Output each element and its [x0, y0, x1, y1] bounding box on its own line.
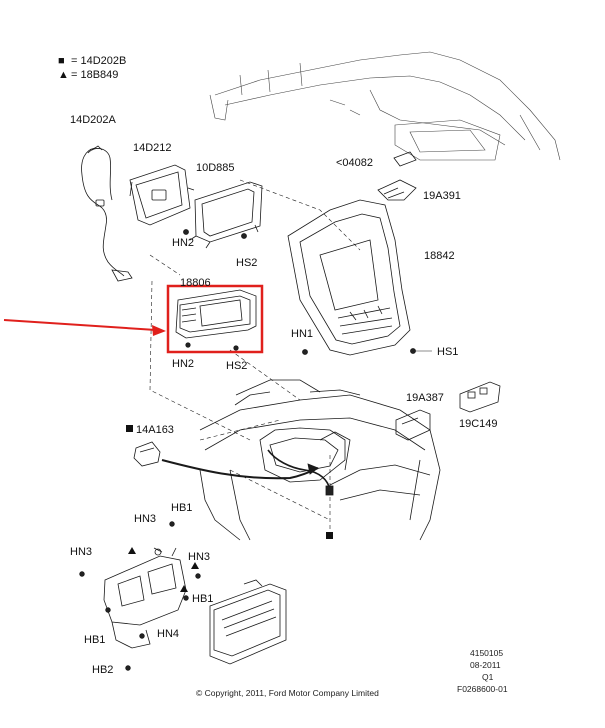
mounting-bracket [103, 547, 187, 649]
hub-19C149 [459, 381, 501, 413]
footer-code-1: 4150105 [470, 648, 504, 658]
square-marker-14A163 [126, 425, 133, 432]
part-label-10D885: 10D885 [196, 162, 235, 174]
usb-module-19A387 [395, 409, 431, 441]
part-label-14D202A: 14D202A [70, 114, 116, 126]
triangle-markers [128, 547, 199, 592]
hw-label-hn3-right: HN3 [188, 551, 211, 563]
hw-label-hn1: HN1 [291, 328, 314, 340]
hw-label-hb2: HB2 [92, 664, 114, 676]
connector-14A163 [133, 441, 161, 467]
part-label-19A387: 19A387 [406, 392, 444, 404]
highlight-arrow [3, 319, 166, 336]
footer-code-2: 08-2011 [470, 660, 501, 670]
hw-label-hs1: HS1 [437, 346, 459, 358]
display-10D885 [189, 181, 263, 249]
hw-label-hn4: HN4 [157, 628, 180, 640]
amplifier-module [209, 579, 287, 665]
hw-label-hb1-left: HB1 [84, 634, 106, 646]
highlight-box [166, 284, 264, 354]
hw-label-hs2-mid: HS2 [226, 360, 248, 372]
hw-label-hb1-right: HB1 [192, 593, 214, 605]
center-console [199, 379, 441, 541]
fasteners-top [183, 229, 247, 239]
bracket-fasteners [79, 521, 201, 671]
part-label-19C149: 19C149 [459, 418, 498, 430]
hw-label-hn3-left: HN3 [70, 546, 93, 558]
part-label-18842: 18842 [424, 250, 455, 262]
hw-label-hn2-mid: HN2 [172, 358, 195, 370]
module-14D212 [129, 164, 195, 226]
connector-04082 [393, 151, 417, 167]
routing-arrow [161, 459, 319, 480]
bezel-18842 [287, 199, 411, 356]
legend-triangle-text: = 18B849 [71, 69, 119, 81]
fasteners-hn1-hs1 [302, 348, 416, 355]
legend-triangle-symbol: ▲ [58, 69, 69, 81]
hw-label-hb1-top: HB1 [171, 502, 193, 514]
copyright-text: © Copyright, 2011, Ford Motor Company Li… [196, 688, 379, 698]
part-label-14A163: 14A163 [136, 424, 174, 436]
footer-code-4: F0268600-01 [457, 684, 508, 694]
hw-label-hn2-top: HN2 [172, 237, 195, 249]
console-connector [325, 485, 334, 496]
part-label-18806: 18806 [180, 277, 211, 289]
part-label-04082: <04082 [336, 157, 374, 169]
square-marker [326, 532, 333, 539]
module-18806 [175, 289, 257, 339]
footer-code-3: Q1 [482, 672, 494, 682]
legend-square-symbol: ■ [58, 55, 65, 67]
switch-19A391 [377, 179, 417, 201]
fasteners-mid [185, 342, 239, 351]
hw-label-hs2-top: HS2 [236, 257, 258, 269]
antenna-cable-14D202A [81, 145, 133, 282]
hw-label-hn3-top: HN3 [134, 513, 157, 525]
part-label-19A391: 19A391 [423, 190, 461, 202]
legend-square-text: = 14D202B [71, 55, 127, 67]
console-cable [267, 449, 331, 491]
part-label-14D212: 14D212 [133, 142, 172, 154]
dashboard-upper-structure [209, 51, 561, 161]
